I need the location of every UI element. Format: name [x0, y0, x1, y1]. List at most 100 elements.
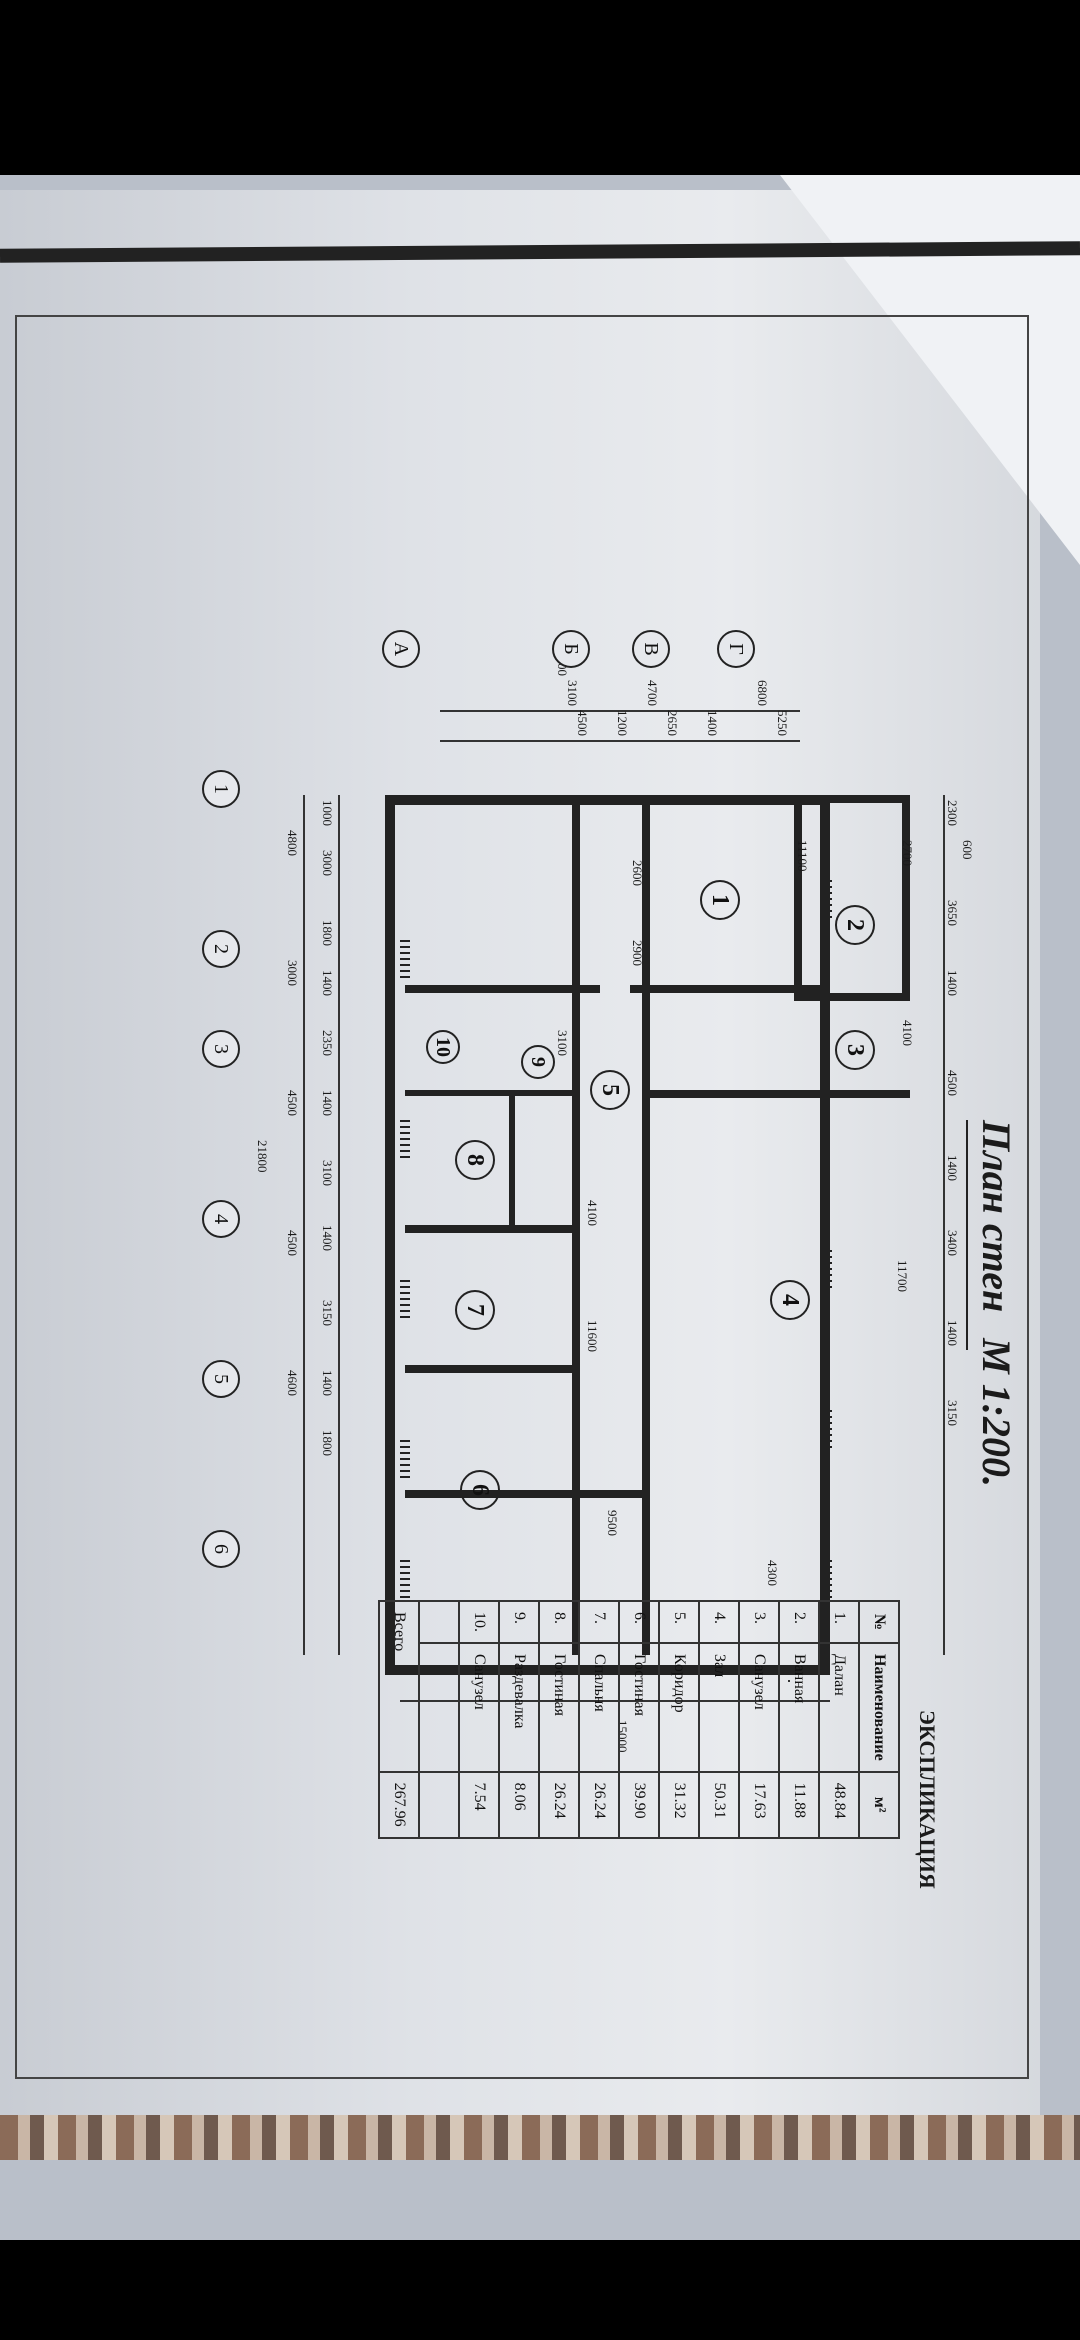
header-area: м²: [859, 1771, 899, 1838]
dim-top-2: 4100: [900, 1020, 915, 1046]
dim-bottom-1: 3000: [320, 850, 335, 876]
row-name: Спальня: [579, 1643, 619, 1772]
dim-bottom-1: 1400: [320, 970, 335, 996]
window: [400, 1280, 410, 1320]
dim-bottom-2: 4800: [285, 830, 300, 856]
dim-bottom-1: 1800: [320, 1430, 335, 1456]
dim-bottom-total: 21800: [255, 1140, 270, 1173]
row-number: [419, 1601, 459, 1643]
table-header-row: № Наименование м²: [859, 1601, 899, 1838]
outer-wall: [385, 795, 830, 1675]
row-name: Санузел: [459, 1643, 499, 1772]
dim-inner: 3100: [555, 1030, 570, 1056]
interior-wall: [642, 795, 650, 1655]
room-2-outline: [794, 795, 910, 1001]
plan-title-text: План стен: [974, 1120, 1019, 1313]
room-7-label: 7: [455, 1290, 495, 1330]
dim-left: 4500: [575, 710, 590, 736]
axis-bubble-5: 5: [202, 1360, 240, 1398]
room-2-label: 2: [835, 905, 875, 945]
dim-top-2: 11700: [895, 1260, 910, 1293]
total-label: Всего: [379, 1601, 419, 1772]
room-10-label: 10: [426, 1030, 460, 1064]
row-area: 26.24: [539, 1771, 579, 1838]
dim-bottom-1: 2350: [320, 1030, 335, 1056]
rotated-drawing: План стенМ 1:200. 1 2 3 4 5 6 7: [40, 240, 1040, 2240]
dim-left-2: 6800: [755, 680, 770, 706]
dim-line-left-2: [440, 740, 800, 742]
room-9-label: 9: [521, 1045, 555, 1079]
dim-inner: 2600: [630, 860, 645, 886]
dim-inner: 4100: [585, 1200, 600, 1226]
explication-title: ЭКСПЛИКАЦИЯ: [915, 1710, 940, 1889]
row-name: Ванная: [779, 1643, 819, 1772]
dim-line-bottom-1: [338, 795, 340, 1655]
dim-inner: 11600: [585, 1320, 600, 1353]
axis-bubble-3: 3: [202, 1030, 240, 1068]
row-number: 5.: [659, 1601, 699, 1643]
dim-inner: 4300: [765, 1560, 780, 1586]
dim-bottom-1: 1400: [320, 1090, 335, 1116]
room-1-label: 1: [700, 880, 740, 920]
row-area: 50.31: [699, 1771, 739, 1838]
row-number: 8.: [539, 1601, 579, 1643]
window: [822, 1250, 832, 1290]
row-number: 9.: [499, 1601, 539, 1643]
paper-sheet: [0, 190, 1040, 2125]
row-area: 26.24: [579, 1771, 619, 1838]
dim-bottom-1: 1400: [320, 1225, 335, 1251]
axis-bubble-g: Г: [717, 630, 755, 668]
row-area: 17.63: [739, 1771, 779, 1838]
window: [400, 1560, 410, 1600]
dim-bottom-2: 4500: [285, 1230, 300, 1256]
plan-scale: М 1:200.: [974, 1338, 1019, 1488]
row-area: 39.90: [619, 1771, 659, 1838]
window: [822, 1560, 832, 1600]
row-name: Санузел: [739, 1643, 779, 1772]
dim-inner: 2900: [630, 940, 645, 966]
row-name: Раздевалка: [499, 1643, 539, 1772]
dim-left: 1200: [615, 710, 630, 736]
room-8-label: 8: [455, 1140, 495, 1180]
axis-bubble-4: 4: [202, 1200, 240, 1238]
dim-inner: 9500: [605, 1510, 620, 1536]
interior-wall: [405, 985, 600, 993]
header-number: №: [859, 1601, 899, 1643]
axis-bubble-1: 1: [202, 770, 240, 808]
dim-top-2: 2700: [900, 840, 915, 866]
drawing-frame: [15, 315, 1029, 2079]
header-name: Наименование: [859, 1643, 899, 1772]
interior-wall: [509, 1090, 515, 1230]
interior-wall: [630, 985, 830, 993]
room-3-label: 3: [835, 1030, 875, 1070]
dim-top: 1400: [945, 970, 960, 996]
row-name: Гостиная: [619, 1643, 659, 1772]
dim-top: 600: [960, 840, 975, 860]
dim-top: 1400: [945, 1320, 960, 1346]
row-number: 3.: [739, 1601, 779, 1643]
interior-wall: [405, 1090, 572, 1096]
window: [400, 1440, 410, 1480]
dim-bottom-2: 4600: [285, 1370, 300, 1396]
interior-wall: [650, 1090, 910, 1098]
axis-bubble-v: В: [632, 630, 670, 668]
row-number: 2.: [779, 1601, 819, 1643]
row-number: 1.: [819, 1601, 859, 1643]
carpet-edge: [0, 2115, 1080, 2160]
row-name: Гостиная: [539, 1643, 579, 1772]
window: [822, 1410, 832, 1450]
row-name: Зал: [699, 1643, 739, 1772]
window: [400, 940, 410, 980]
dim-bottom-2: 4500: [285, 1090, 300, 1116]
